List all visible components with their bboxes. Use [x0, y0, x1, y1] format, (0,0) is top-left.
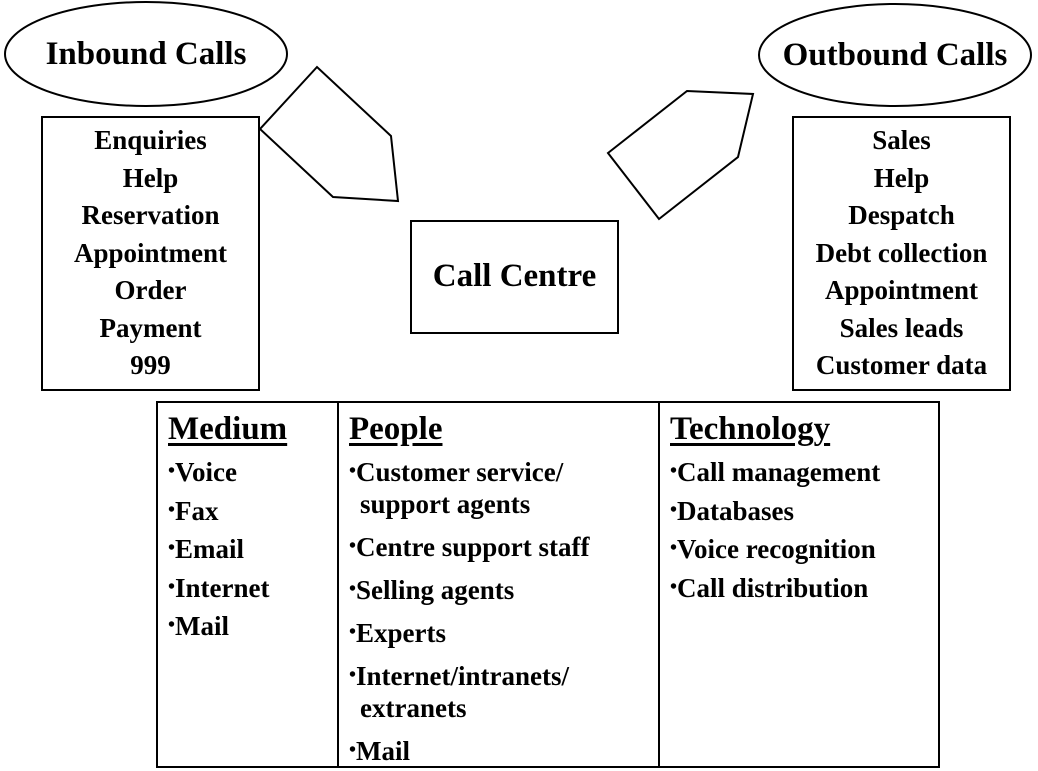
list-item: •Customer service/support agents	[349, 457, 564, 519]
inbound-call-types-box: Enquiries Help Reservation Appointment O…	[41, 116, 260, 391]
bullet-icon: •	[349, 535, 357, 557]
outbound-item: Customer data	[815, 350, 988, 381]
bullet-icon: •	[349, 578, 357, 600]
list-item: •Databases	[670, 495, 795, 526]
bullet-icon: •	[168, 498, 176, 521]
inbound-item: Reservation	[81, 200, 220, 231]
outbound-calls-label: Outbound Calls	[782, 36, 1008, 73]
outbound-item: Despatch	[848, 200, 955, 231]
bullet-icon: •	[168, 614, 176, 637]
inbound-item: Order	[114, 275, 187, 306]
outbound-item: Debt collection	[815, 237, 988, 268]
medium-list: •Voice •Fax •Email •Internet •Mail	[168, 453, 337, 646]
technology-heading: Technology	[670, 411, 831, 447]
outbound-ellipse	[758, 3, 1032, 107]
bullet-icon: •	[670, 460, 678, 482]
medium-column: Medium •Voice •Fax •Email •Internet •Mai…	[158, 403, 337, 766]
medium-heading: Medium	[168, 411, 288, 447]
outbound-item: Sales	[872, 124, 931, 155]
outbound-item: Help	[873, 162, 930, 193]
bullet-icon: •	[349, 739, 357, 761]
bullet-icon: •	[168, 537, 176, 560]
bullet-icon: •	[349, 460, 357, 482]
list-item: •Call distribution	[670, 572, 869, 603]
list-item: •Mail	[168, 611, 230, 642]
inbound-item: Payment	[99, 312, 202, 343]
list-item: •Experts	[349, 618, 447, 648]
inbound-arrow	[258, 65, 400, 203]
list-item: •Voice recognition	[670, 534, 876, 565]
inbound-item: 999	[130, 350, 171, 381]
people-heading: People	[349, 411, 443, 447]
bullet-icon: •	[349, 664, 357, 686]
list-item: •Call management	[670, 457, 881, 487]
list-item: •Email	[168, 534, 245, 565]
bullet-icon: •	[168, 460, 176, 482]
call-centre-box: Call Centre	[410, 220, 619, 334]
bullet-icon: •	[168, 575, 176, 598]
bullet-icon: •	[349, 621, 357, 643]
list-item: •Mail	[349, 736, 411, 766]
list-item: •Selling agents	[349, 575, 515, 605]
list-item: •Voice	[168, 457, 238, 487]
bullet-icon: •	[670, 498, 678, 521]
inbound-item: Help	[122, 162, 179, 193]
inbound-item: Appointment	[73, 237, 228, 268]
people-column: People •Customer service/support agents …	[337, 403, 658, 766]
bullet-icon: •	[670, 537, 678, 560]
inbound-calls-label: Inbound Calls	[45, 35, 247, 72]
bullet-icon: •	[670, 575, 678, 598]
list-item: •Internet/intranets/extranets	[349, 661, 569, 723]
technology-column: Technology •Call management •Databases •…	[658, 403, 938, 766]
technology-list: •Call management •Databases •Voice recog…	[670, 453, 938, 607]
call-centre-label: Call Centre	[432, 258, 597, 295]
outbound-arrow	[606, 89, 755, 221]
resources-table: Medium •Voice •Fax •Email •Internet •Mai…	[156, 401, 940, 768]
outbound-item: Sales leads	[839, 312, 964, 343]
inbound-ellipse	[4, 1, 288, 107]
outbound-item: Appointment	[824, 275, 979, 306]
list-item: •Fax	[168, 495, 219, 526]
list-item: •Centre support staff	[349, 532, 590, 562]
inbound-item: Enquiries	[94, 124, 207, 155]
list-item: •Internet	[168, 572, 270, 603]
outbound-call-types-box: Sales Help Despatch Debt collection Appo…	[792, 116, 1011, 391]
people-list: •Customer service/support agents •Centre…	[349, 455, 658, 767]
